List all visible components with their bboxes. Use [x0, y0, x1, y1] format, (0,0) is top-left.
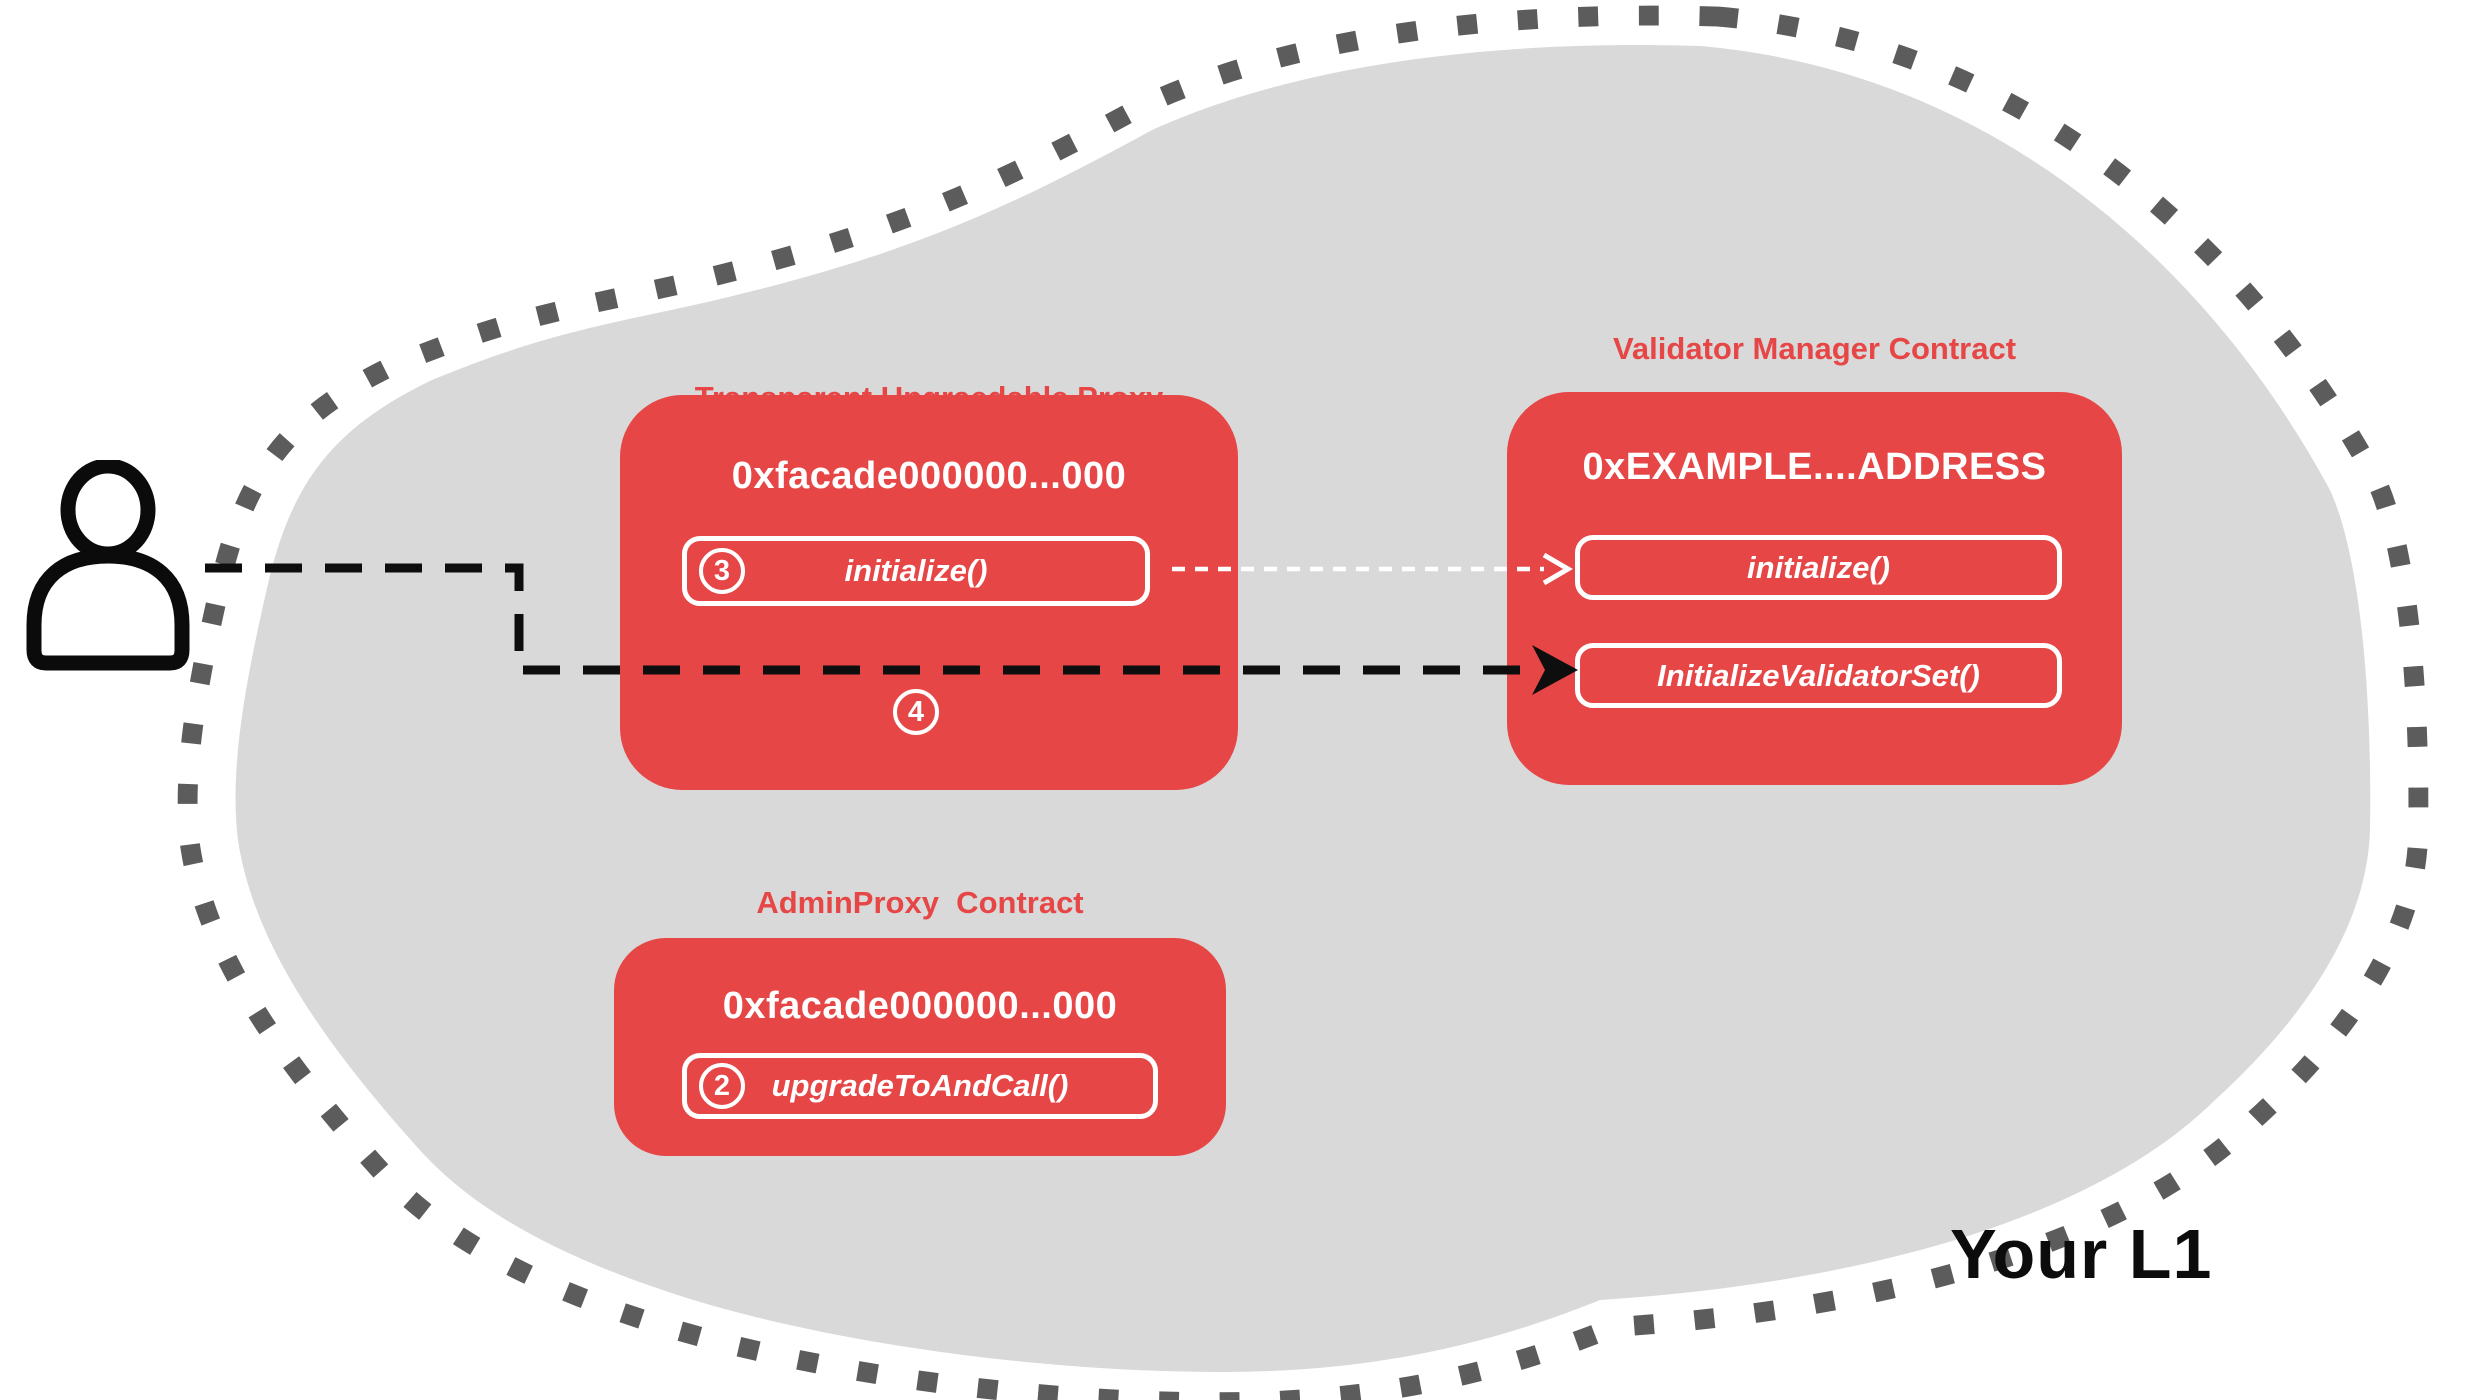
person-icon: [26, 460, 190, 671]
l1-dotted-border: [177, 5, 2429, 1400]
admin-proxy-address: 0xfacade000000...000: [722, 985, 1118, 1027]
vm-initialize-validator-set-label: InitializeValidatorSet(): [1657, 657, 1980, 693]
proxy-initialize-method-pill: 3 initialize(): [682, 536, 1150, 606]
upgrade-to-and-call-label: upgradeToAndCall(): [771, 1068, 1069, 1103]
vm-initialize-method-pill: initialize(): [1575, 535, 2062, 600]
step-4-badge: 4: [893, 689, 939, 735]
vm-initialize-validator-set-method-pill: InitializeValidatorSet(): [1575, 643, 2062, 708]
l1-label: Your L1: [1950, 1215, 2213, 1293]
step-2-badge: 2: [699, 1063, 745, 1109]
step-3-badge: 3: [699, 548, 745, 594]
validator-manager-title: Validator Manager Contract: [1612, 331, 2017, 366]
vm-initialize-label: initialize(): [1747, 549, 1890, 585]
admin-proxy-title: AdminProxy Contract: [756, 885, 1084, 920]
transparent-proxy-address: 0xfacade000000...000: [731, 455, 1127, 497]
transparent-proxy-contract-box: 0xfacade000000...000 3 initialize() 4: [620, 395, 1238, 790]
upgrade-to-and-call-method-pill: 2 upgradeToAndCall(): [682, 1053, 1158, 1119]
proxy-initialize-label: initialize(): [844, 553, 988, 588]
admin-proxy-contract-box: 0xfacade000000...000 2 upgradeToAndCall(…: [614, 938, 1226, 1156]
validator-manager-address: 0xEXAMPLE....ADDRESS: [1582, 446, 2047, 488]
validator-manager-contract-box: 0xEXAMPLE....ADDRESS initialize() Initia…: [1507, 392, 2122, 785]
